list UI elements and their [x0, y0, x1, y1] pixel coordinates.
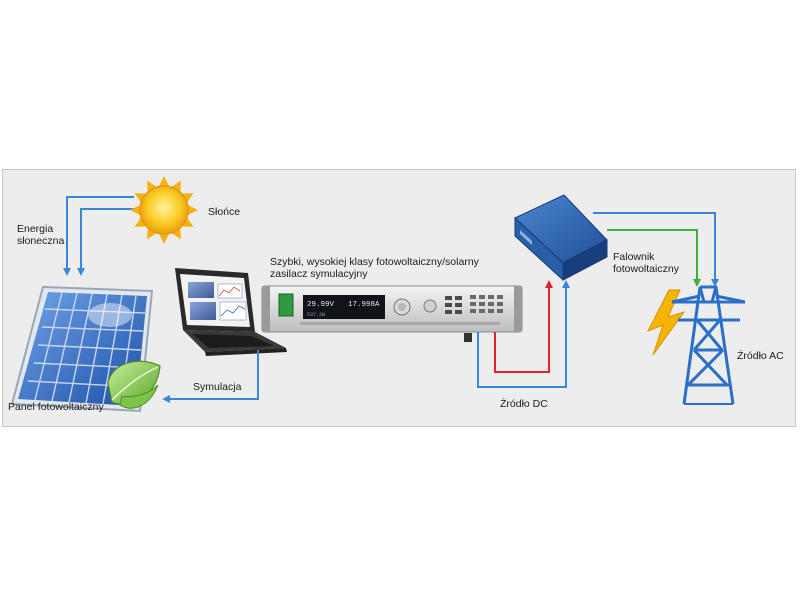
lightning-icon	[646, 289, 686, 356]
label-dc-source: Źródło DC	[500, 398, 548, 410]
dc-source-lines	[477, 280, 570, 388]
label-ac-source: Źródło AC	[737, 350, 784, 362]
simulation-arrow	[162, 350, 259, 403]
display-current: 17.998A	[348, 301, 380, 309]
transmission-tower-icon	[671, 285, 746, 405]
display-voltage: 29.99V	[307, 301, 335, 309]
label-solar-energy: Energia słoneczna	[17, 223, 64, 247]
laptop-icon	[175, 268, 287, 356]
solar-energy-arrows	[63, 196, 134, 276]
label-solar-energy-line2: słoneczna	[17, 235, 65, 247]
label-pv-panel: Panel fotowoltaiczny	[8, 401, 104, 413]
display-power: 537.2W	[307, 312, 325, 318]
inverter-icon	[514, 194, 608, 282]
label-simulation: Symulacja	[193, 381, 242, 393]
label-simulator: Szybki, wysokiej klasy fotowoltaiczny/so…	[270, 256, 479, 280]
power-supply-icon: 29.99V 17.998A 537.2W	[261, 285, 523, 342]
label-simulator-line1: Szybki, wysokiej klasy fotowoltaiczny/so…	[270, 256, 479, 268]
label-sun: Słońce	[208, 206, 241, 218]
label-inverter: Falownik fotowoltaiczny	[613, 251, 679, 275]
label-solar-energy-line1: Energia	[17, 223, 54, 235]
label-inverter-line1: Falownik	[613, 251, 655, 263]
sun-icon	[130, 176, 198, 244]
ac-source-lines	[593, 212, 719, 287]
leaf-icon	[107, 360, 161, 409]
label-inverter-line2: fotowoltaiczny	[613, 263, 679, 275]
label-simulator-line2: zasilacz symulacyjny	[270, 268, 368, 280]
